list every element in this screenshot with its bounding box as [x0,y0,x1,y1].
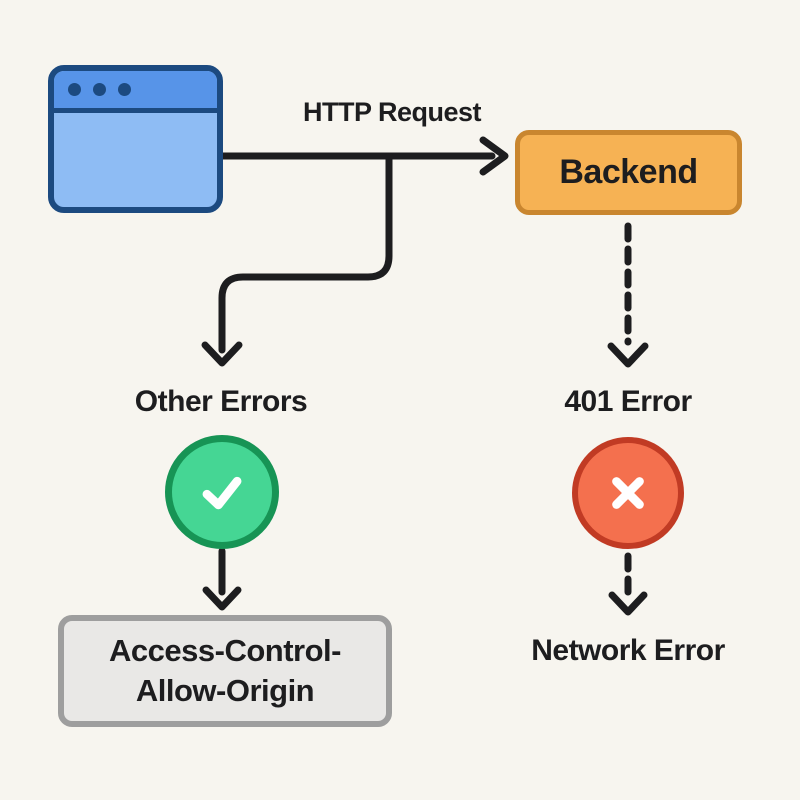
http-request-label: HTTP Request [302,97,482,127]
cors-label-line1: Access-Control- [109,633,341,668]
check-to-cors-arrow [202,547,242,611]
network-error-label: Network Error [531,634,725,667]
error-401-label: 401 Error [564,385,692,418]
browser-window-icon [48,65,223,213]
error-cross-badge [572,437,684,549]
window-dot [93,83,106,96]
backend-label: Backend [559,153,698,191]
http-request-arrow [219,136,509,176]
cross-to-network-dashed-arrow [608,552,648,616]
branch-to-other-errors-arrow [201,152,393,367]
cors-label-line2: Allow-Origin [135,673,315,708]
backend-to-401-dashed-arrow [607,222,649,368]
check-icon [202,476,242,510]
x-icon [612,477,644,509]
success-check-badge [165,435,279,549]
window-dot [118,83,131,96]
cors-header-node: Access-Control- Allow-Origin [58,615,392,727]
window-dot [68,83,81,96]
other-errors-label: Other Errors [134,385,308,418]
backend-node: Backend [515,130,742,215]
browser-titlebar [54,71,217,113]
